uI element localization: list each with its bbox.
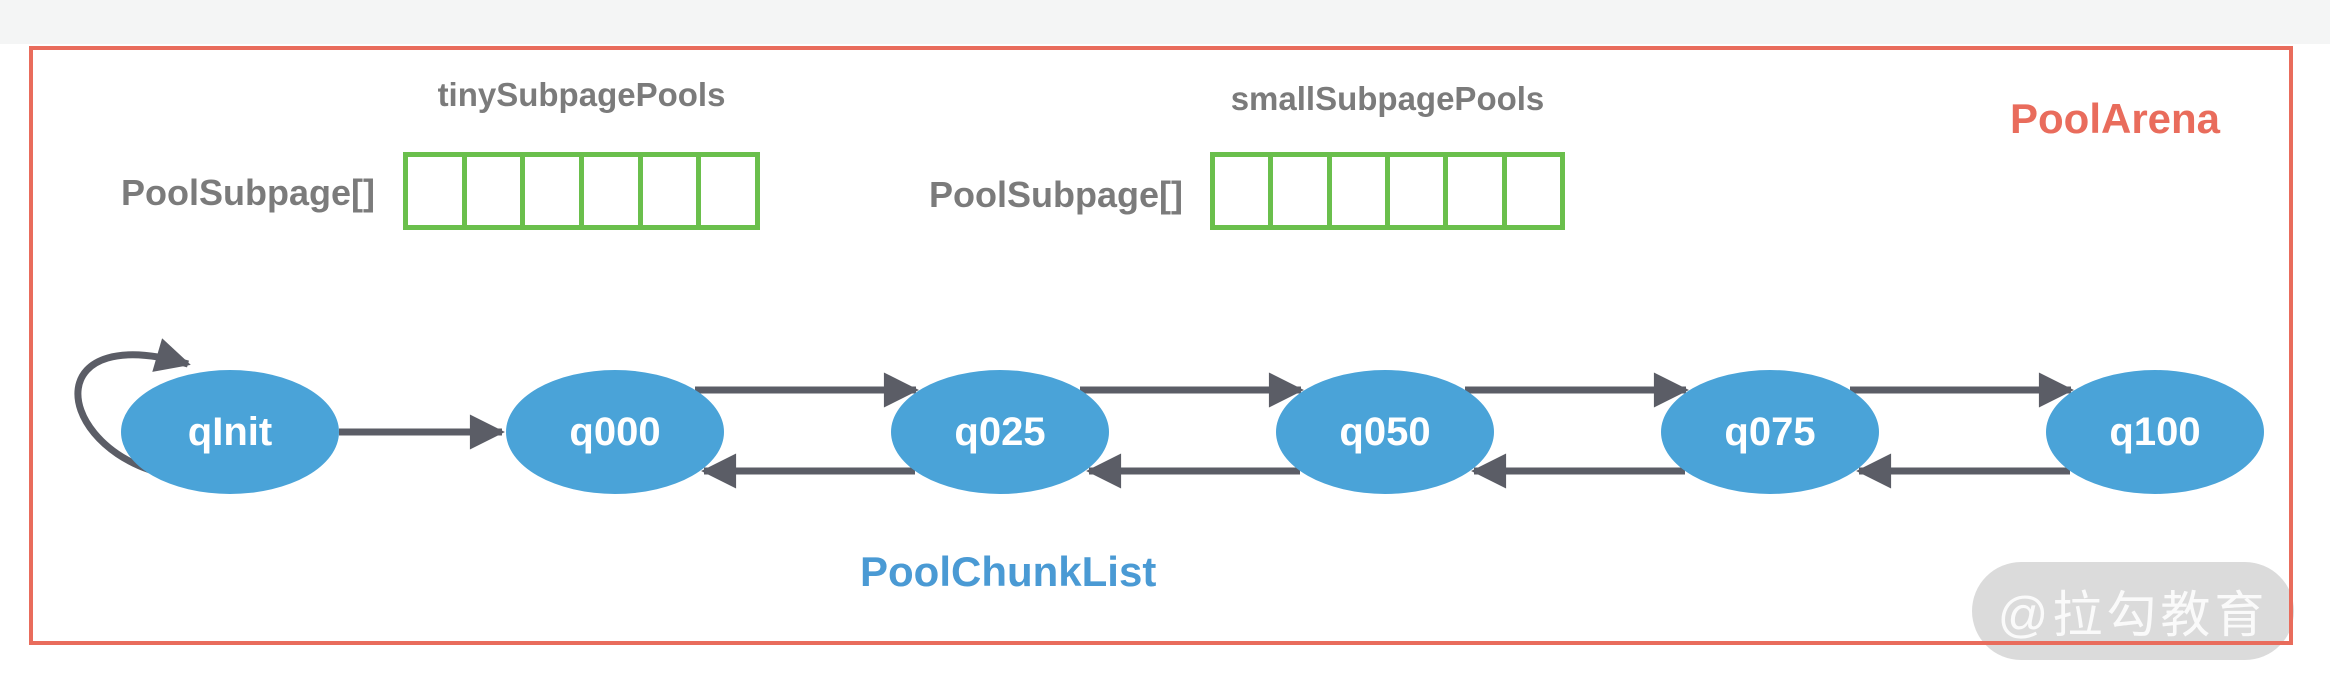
- pool-arena-title: PoolArena: [2010, 95, 2221, 142]
- subpage-slot: [408, 157, 467, 225]
- node-label: q075: [1724, 410, 1815, 454]
- page-background-strip: [0, 0, 2330, 44]
- tiny-subpage-pools-title: tinySubpagePools: [437, 76, 726, 113]
- subpage-slot: [1448, 157, 1507, 225]
- node-label: qInit: [188, 410, 272, 454]
- subpage-slot: [701, 157, 755, 225]
- pool-subpage-array-label-tiny: PoolSubpage[]: [121, 172, 375, 213]
- subpage-slot: [584, 157, 643, 225]
- subpage-slot: [1390, 157, 1449, 225]
- node-ellipse: [891, 370, 1109, 494]
- node-label: q100: [2109, 410, 2200, 454]
- subpage-slot: [1507, 157, 1560, 225]
- chunk-node-q050: q050: [1276, 370, 1494, 494]
- node-ellipse: [1661, 370, 1879, 494]
- node-label: q000: [569, 410, 660, 454]
- chunk-node-q000: q000: [506, 370, 724, 494]
- node-label: q025: [954, 410, 1045, 454]
- node-ellipse: [121, 370, 339, 494]
- chunk-node-q025: q025: [891, 370, 1109, 494]
- chunk-node-q075: q075: [1661, 370, 1879, 494]
- chunk-node-qinit: qInit: [121, 370, 339, 494]
- chunk-node-q100: q100: [2046, 370, 2264, 494]
- node-ellipse: [2046, 370, 2264, 494]
- subpage-slot: [467, 157, 526, 225]
- tiny-subpage-pools-array: [403, 152, 760, 230]
- small-subpage-pools-title: smallSubpagePools: [1230, 80, 1545, 117]
- subpage-slot: [643, 157, 702, 225]
- node-ellipse: [1276, 370, 1494, 494]
- small-subpage-pools-array: [1210, 152, 1565, 230]
- node-label: q050: [1339, 410, 1430, 454]
- subpage-slot: [525, 157, 585, 225]
- node-ellipse: [506, 370, 724, 494]
- subpage-slot: [1332, 157, 1390, 225]
- self-loop-arrow-qinit: [74, 338, 191, 474]
- subpage-slot: [1273, 157, 1332, 225]
- subpage-slot: [1215, 157, 1274, 225]
- watermark-text: @拉勾教育: [1997, 587, 2269, 643]
- pool-chunk-list-label: PoolChunkList: [860, 548, 1157, 595]
- pool-subpage-array-label-small: PoolSubpage[]: [929, 174, 1183, 215]
